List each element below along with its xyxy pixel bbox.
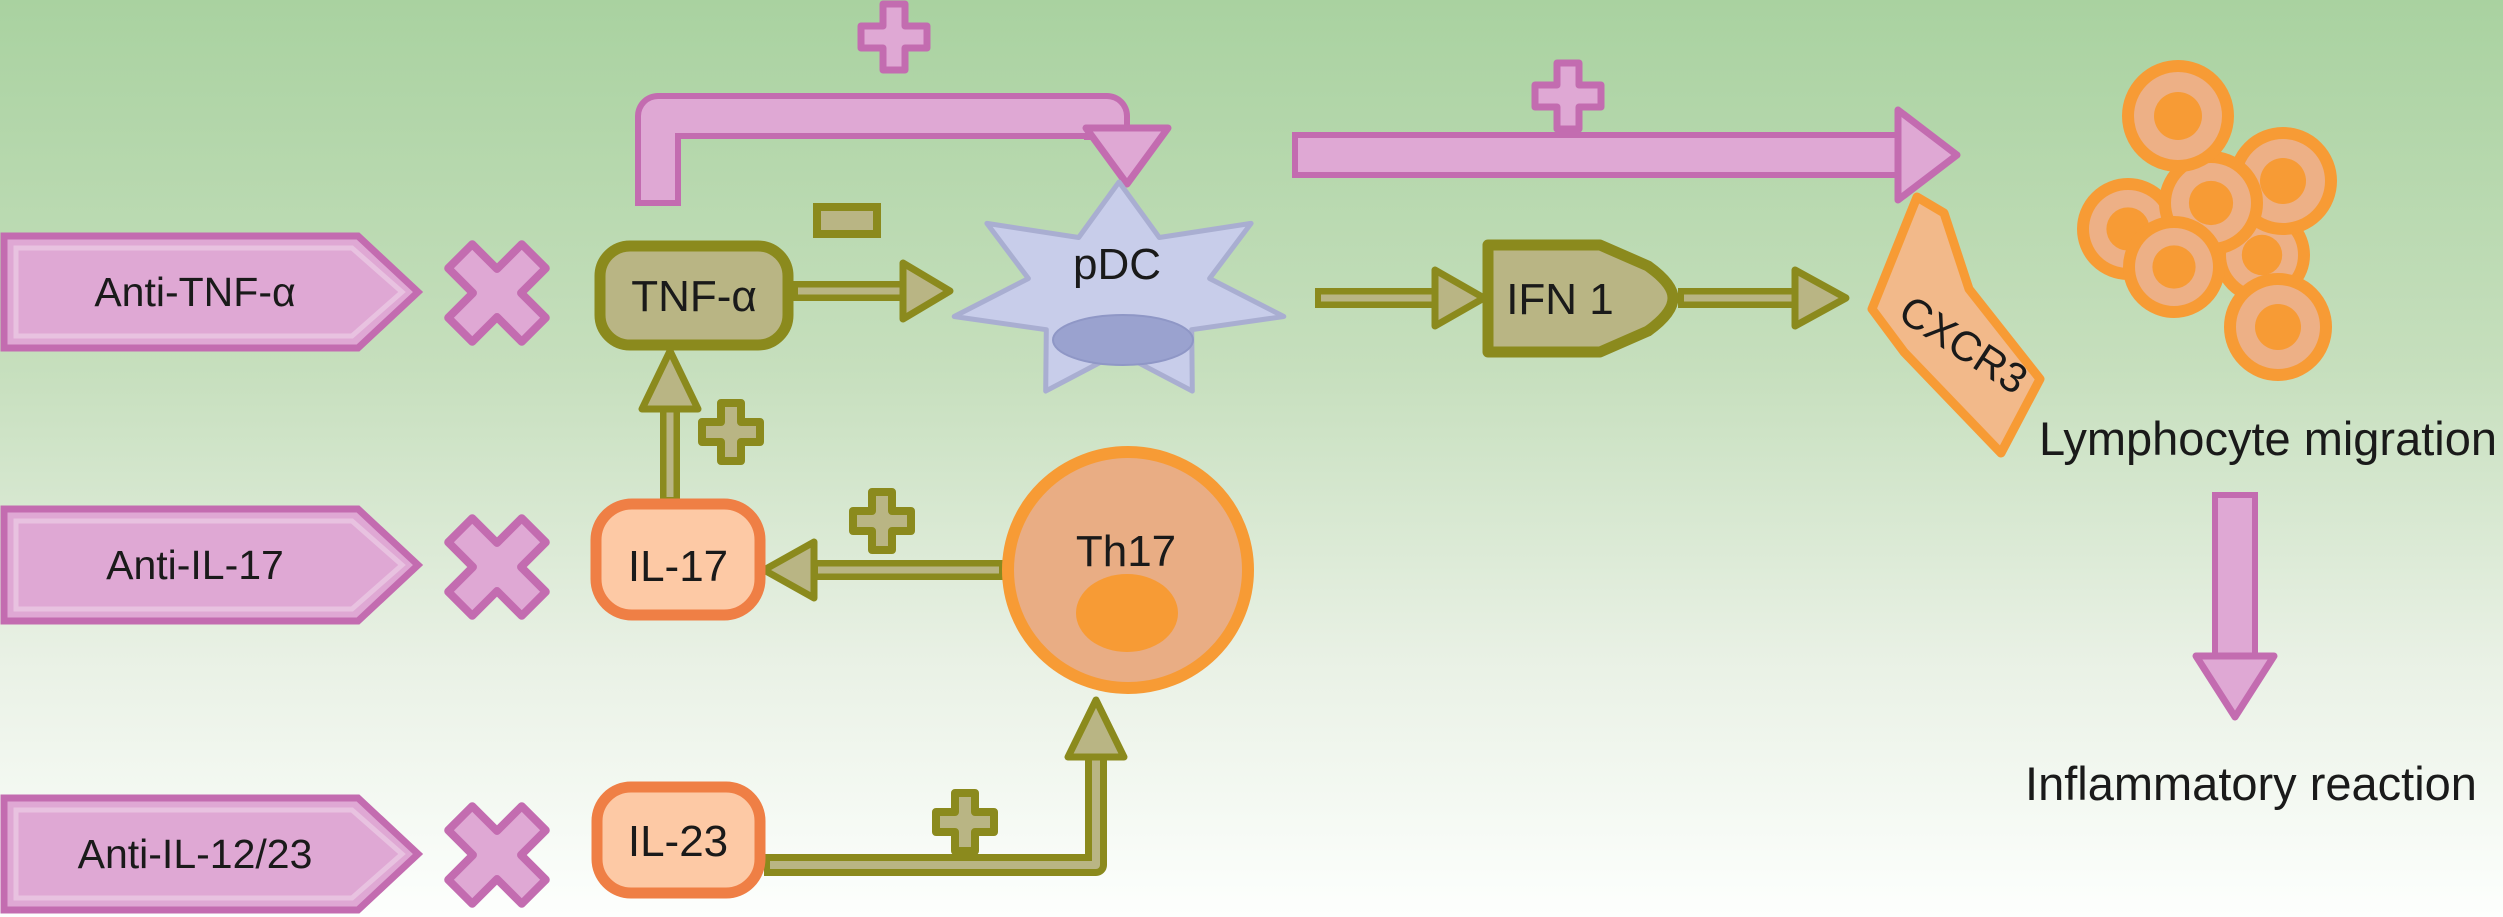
arrowhead-right-icon <box>899 259 954 323</box>
lymphocyte-nucleus <box>2241 234 2283 276</box>
banner-anti-il17: Anti-IL-17 <box>0 505 424 625</box>
plus-icon <box>932 789 998 855</box>
arrowhead-right-icon <box>1791 266 1850 330</box>
banner-anti-tnf-label: Anti-TNF-α <box>94 269 295 315</box>
lymphocyte-nucleus <box>2255 304 2301 350</box>
ifn1-label: IFN 1 <box>1506 275 1614 324</box>
il23-label: IL-23 <box>628 817 728 866</box>
banner-anti-il1223-label: Anti-IL-12/23 <box>78 831 313 877</box>
il23-to-th17-arrow <box>764 696 1128 876</box>
lymphocyte-cell <box>2122 60 2234 172</box>
arrowhead-up-icon <box>638 347 702 413</box>
lymphocyte-cluster <box>2077 60 2337 381</box>
il17-label: IL-17 <box>628 542 728 591</box>
caption-lymphocyte-migration: Lymphocyte migration <box>2039 412 2497 465</box>
th17-cell: Th17 <box>1002 446 1254 694</box>
lymphocyte-cell <box>2123 216 2225 318</box>
pdc-cell: pDC <box>951 179 1287 394</box>
tnf-alpha-label: TNF-α <box>631 272 757 321</box>
minus-icon <box>813 203 881 238</box>
banner-anti-il1223: Anti-IL-12/23 <box>0 794 424 914</box>
plus-icon <box>849 488 915 554</box>
pdc-nucleus <box>1052 314 1194 366</box>
banner-anti-il17-label: Anti-IL-17 <box>106 542 284 588</box>
arrowhead-down-icon <box>1082 124 1172 188</box>
tnf-alpha-node: TNF-α <box>594 240 794 351</box>
th17-to-il17-arrow <box>760 538 1004 602</box>
pink-down-arrow <box>2192 492 2278 721</box>
arrowhead-left-icon <box>760 538 818 602</box>
plus-icon <box>698 399 764 465</box>
lymphocyte-nucleus <box>2260 158 2306 204</box>
ifn1-to-cxcr3-arrow <box>1678 266 1850 330</box>
arrowhead-down-icon <box>2192 652 2278 721</box>
lymphocyte-nucleus <box>2188 180 2234 226</box>
il23-node: IL-23 <box>591 781 766 899</box>
tnf-to-pdc-arrow <box>792 259 954 323</box>
ifn1-node: IFN 1 <box>1482 239 1679 358</box>
th17-label: Th17 <box>1076 527 1176 576</box>
arrowhead-right-icon <box>1431 266 1488 330</box>
plus-icon <box>1531 59 1605 133</box>
banner-anti-tnf: Anti-TNF-α <box>0 232 424 352</box>
pink-feedback-arrow <box>635 93 1172 206</box>
pdc-label: pDC <box>1073 240 1161 289</box>
lymphocyte-nucleus <box>2152 245 2196 289</box>
block-cross-icon <box>444 240 550 346</box>
block-cross-icon <box>444 514 550 620</box>
th17-nucleus <box>1076 574 1178 652</box>
lymphocyte-cell <box>2224 273 2332 381</box>
il17-node: IL-17 <box>590 498 766 621</box>
pdc-to-ifn1-arrow <box>1315 266 1488 330</box>
block-cross-icon <box>444 802 550 908</box>
pink-straight-arrow <box>1292 106 1961 204</box>
il17-to-tnf-arrow <box>638 347 702 502</box>
arrowhead-up-icon <box>1064 696 1128 761</box>
caption-inflammatory-reaction: Inflammatory reaction <box>2025 757 2477 810</box>
plus-icon <box>857 0 931 74</box>
lymphocyte-nucleus <box>2154 92 2202 140</box>
arrowhead-right-icon <box>1894 106 1961 204</box>
